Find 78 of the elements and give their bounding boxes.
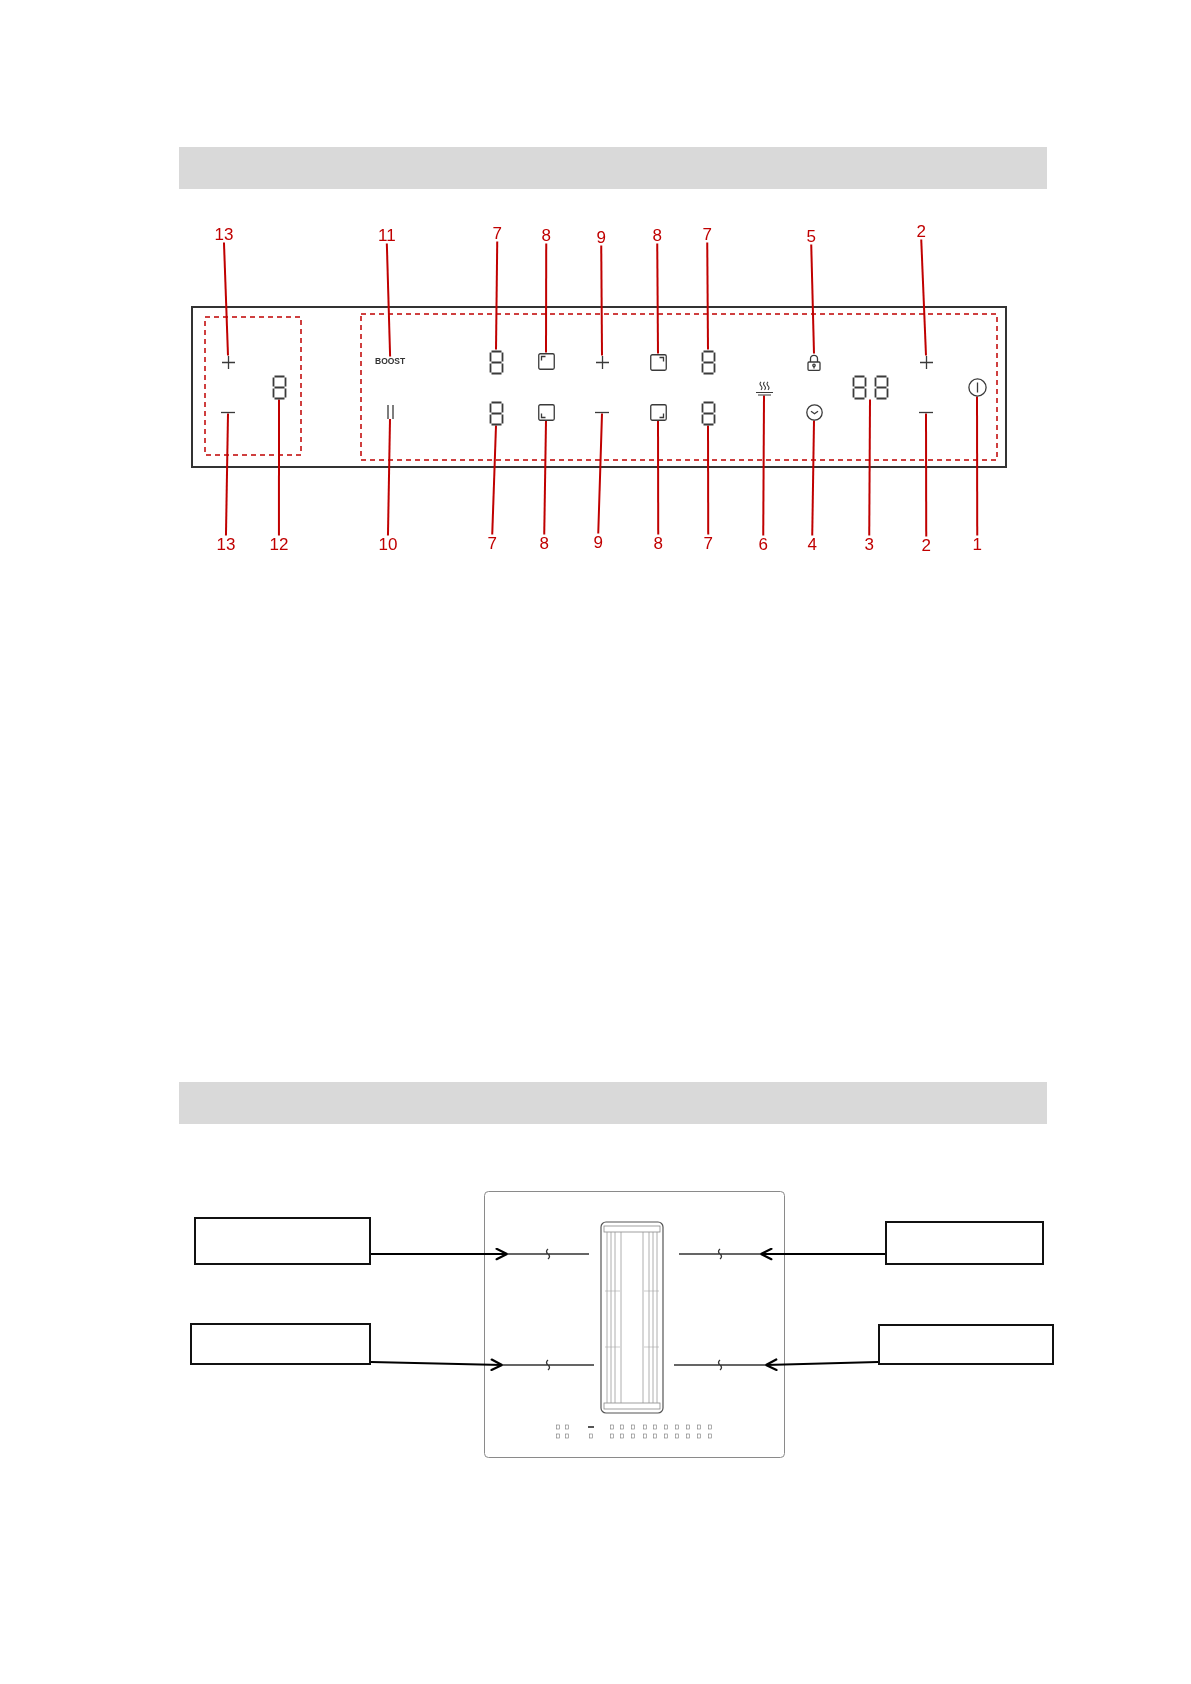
- callout-number: 6: [758, 535, 768, 553]
- leader-line: [706, 241, 709, 351]
- callout-number: 1: [972, 535, 982, 553]
- callout-number: 10: [378, 535, 398, 553]
- minus-icon: [221, 410, 235, 414]
- plus-icon: [221, 355, 235, 369]
- arrow: [371, 1247, 509, 1261]
- arrow: [764, 1358, 879, 1371]
- leader-line: [810, 243, 815, 355]
- callout-number: 13: [216, 535, 236, 553]
- callout-number: 11: [378, 226, 396, 244]
- callout-number: 7: [702, 225, 712, 243]
- answer-box: [885, 1221, 1044, 1265]
- callout-number: 7: [492, 224, 502, 242]
- callout-number: 12: [269, 535, 289, 553]
- callout-number: 7: [487, 534, 497, 552]
- power-icon: [967, 377, 987, 397]
- corner-square-icon: [537, 352, 555, 370]
- callout-number: 9: [593, 533, 603, 551]
- leader-line: [925, 412, 928, 538]
- leader-line: [385, 242, 392, 358]
- seven-segment-display-icon: [700, 349, 716, 375]
- callout-number: 9: [596, 228, 606, 246]
- leader-line: [222, 241, 229, 357]
- leader-line: [811, 419, 815, 537]
- plus-icon: [919, 355, 933, 369]
- arrow: [370, 1358, 504, 1372]
- leader-line: [495, 240, 499, 351]
- callout-number: 8: [539, 534, 549, 552]
- callout-number: 3: [864, 535, 874, 553]
- seven-segment-display-icon: [488, 400, 504, 426]
- leader-line: [386, 418, 391, 537]
- cooking-zone-mark: [679, 1248, 761, 1260]
- leader-line: [545, 242, 548, 354]
- leader-line: [597, 412, 603, 535]
- seven-segment-display-icon: [851, 374, 889, 400]
- leader-line: [224, 412, 229, 537]
- leader-line: [762, 394, 765, 537]
- callout-number: 2: [916, 222, 926, 240]
- lock-icon: [807, 353, 821, 371]
- corner-square-icon: [537, 403, 555, 421]
- seven-segment-display-icon: [700, 400, 716, 426]
- leader-line: [656, 242, 659, 355]
- leader-line: [491, 424, 497, 536]
- callout-number: 8: [652, 226, 662, 244]
- heat-waves-icon: [755, 380, 773, 396]
- answer-box: [190, 1323, 371, 1365]
- plus-icon: [595, 355, 609, 369]
- seven-segment-display-icon: [271, 374, 287, 400]
- leader-line: [920, 238, 927, 357]
- leader-line: [868, 398, 871, 537]
- arrow: [759, 1247, 885, 1261]
- callout-number: 2: [921, 536, 931, 554]
- leader-line: [277, 398, 280, 537]
- callout-number: 7: [703, 534, 713, 552]
- cooking-zone-mark: [674, 1359, 766, 1371]
- leader-line: [543, 419, 547, 536]
- answer-box: [194, 1217, 371, 1265]
- seven-segment-display-icon: [488, 349, 504, 375]
- panel-label: BOOST: [375, 356, 406, 365]
- corner-square-icon: [649, 403, 667, 421]
- corner-square-icon: [649, 353, 667, 371]
- callout-number: 4: [807, 535, 817, 553]
- leader-line: [707, 424, 710, 536]
- minus-icon: [919, 410, 933, 414]
- leader-line: [600, 244, 603, 357]
- answer-box: [878, 1324, 1054, 1365]
- callout-number: 13: [214, 225, 234, 243]
- cooking-zone-mark: [507, 1248, 589, 1260]
- leader-line: [657, 419, 660, 536]
- cooking-zone-mark: [502, 1359, 594, 1371]
- callout-number: 8: [653, 534, 663, 552]
- leader-line: [976, 395, 979, 537]
- clock-icon: [805, 403, 823, 421]
- pause-icon: [386, 405, 394, 419]
- callout-number: 8: [541, 226, 551, 244]
- minus-icon: [595, 410, 609, 414]
- callout-number: 5: [806, 227, 816, 245]
